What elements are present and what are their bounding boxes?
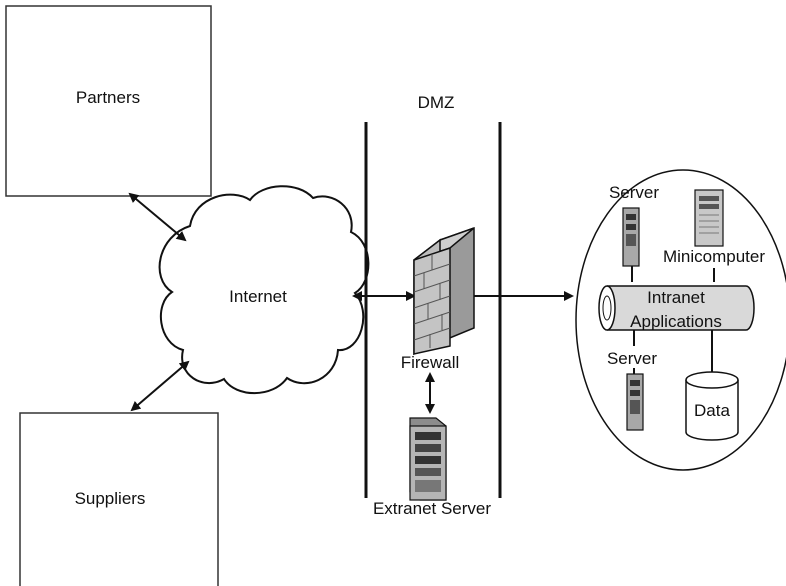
minicomputer-icon: [694, 189, 724, 247]
extranet-server-icon: [409, 417, 447, 501]
firewall-label: Firewall: [401, 353, 460, 372]
suppliers-internet-arrow: [130, 360, 190, 412]
partners-label: Partners: [76, 88, 140, 107]
partners-internet-arrow: [128, 192, 187, 242]
suppliers-box: Suppliers: [19, 412, 219, 586]
internet-label: Internet: [229, 287, 287, 306]
dmz-label: DMZ: [418, 93, 455, 112]
extranet-server-label: Extranet Server: [373, 499, 491, 518]
minicomputer-label: Minicomputer: [663, 247, 765, 266]
firewall-icon: [413, 226, 475, 356]
intranet-label-line2: Applications: [630, 312, 722, 331]
server-bottom-icon: [626, 373, 644, 431]
suppliers-label: Suppliers: [75, 489, 146, 508]
internet-cloud: Internet: [158, 185, 370, 395]
intranet-label-line1: Intranet: [647, 288, 705, 307]
data-label: Data: [694, 401, 730, 420]
data-database-icon: [685, 371, 739, 441]
intranet-applications-pipe: [598, 285, 755, 331]
server-bottom-label: Server: [607, 349, 657, 368]
server-top-label: Server: [609, 183, 659, 202]
server-top-icon: [622, 207, 640, 267]
partners-box: Partners: [5, 5, 212, 197]
